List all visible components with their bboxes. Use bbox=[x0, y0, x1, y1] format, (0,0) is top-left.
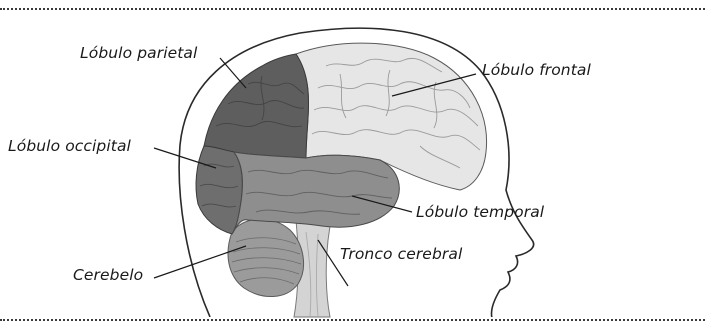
label-brainstem: Tronco cerebral bbox=[340, 247, 462, 263]
occipital-lobe-shape bbox=[196, 146, 242, 234]
label-cerebellum: Cerebelo bbox=[73, 268, 143, 284]
label-temporal-lobe: Lóbulo temporal bbox=[416, 205, 544, 221]
label-occipital-lobe: Lóbulo occipital bbox=[8, 139, 131, 155]
leader-parietal bbox=[220, 58, 246, 88]
label-parietal-lobe: Lóbulo parietal bbox=[80, 46, 197, 62]
label-frontal-lobe: Lóbulo frontal bbox=[482, 63, 591, 79]
